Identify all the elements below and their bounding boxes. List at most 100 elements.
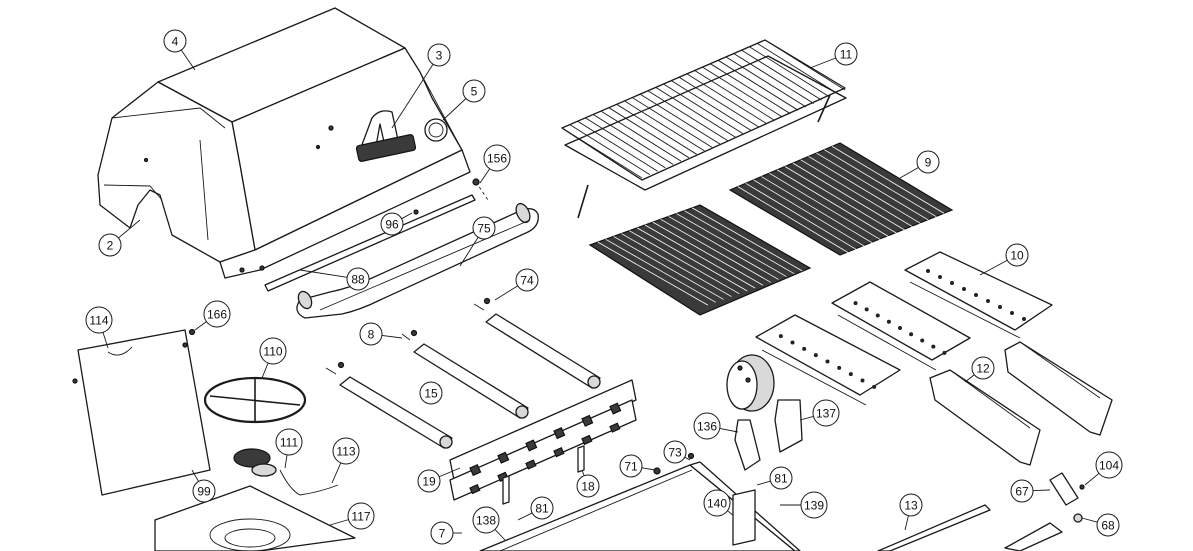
callout-number: 156 — [487, 152, 507, 166]
callout-circle — [192, 479, 216, 503]
igniter-pin — [577, 445, 585, 473]
callout-leader — [331, 462, 342, 484]
callout-number: 136 — [697, 420, 717, 434]
callout-12: 12 — [964, 356, 995, 383]
callout-71: 71 — [619, 454, 656, 478]
callout-leader — [299, 269, 348, 278]
callout-138: 138 — [472, 506, 506, 541]
callout-leader — [401, 212, 413, 220]
callout-leader — [191, 469, 199, 482]
callout-leader — [1081, 517, 1098, 523]
callout-number: 13 — [904, 499, 918, 513]
callout-leader — [442, 98, 467, 121]
callout-73: 73 — [663, 440, 691, 464]
hinge-screw — [472, 178, 480, 186]
callout-117: 117 — [329, 502, 375, 530]
callout-circle — [359, 322, 383, 346]
side-shelf-panel — [72, 328, 211, 496]
callout-111: 111 — [275, 428, 303, 469]
callout-75: 75 — [459, 216, 496, 267]
callout-leader — [438, 467, 461, 478]
callout-number: 8 — [368, 328, 375, 342]
callout-number: 15 — [424, 387, 438, 401]
callout-number: 114 — [89, 314, 108, 328]
callout-leader — [494, 285, 518, 301]
callout-circle — [1005, 243, 1029, 267]
callout-number: 9 — [925, 156, 932, 170]
ignitor-bracket-2 — [774, 399, 803, 453]
callout-166: 166 — [194, 300, 231, 331]
callout-15: 15 — [419, 381, 443, 405]
callout-4: 4 — [163, 29, 196, 71]
callout-number: 81 — [535, 502, 549, 516]
callout-number: 12 — [976, 362, 990, 376]
callout-leader — [756, 480, 771, 486]
callout-number: 67 — [1015, 485, 1029, 499]
rotisserie-motor-shaft — [1004, 522, 1063, 551]
callout-leader — [261, 362, 269, 379]
callout-number: 99 — [197, 485, 211, 499]
callout-circle — [430, 521, 454, 545]
control-bracket — [732, 489, 756, 546]
callout-139: 139 — [780, 491, 828, 519]
burner-tubes — [325, 303, 601, 449]
callout-leader — [102, 332, 109, 349]
callout-leader — [391, 64, 434, 129]
callout-number: 73 — [668, 446, 682, 460]
callout-circle — [427, 43, 451, 67]
callout-circle — [346, 267, 370, 291]
callout-circle — [769, 466, 793, 490]
callout-7: 7 — [430, 521, 462, 545]
callout-circle — [899, 493, 923, 517]
callout-number: 96 — [385, 218, 399, 232]
callout-8: 8 — [359, 322, 403, 346]
callout-number: 104 — [1099, 459, 1119, 473]
callout-leader — [479, 168, 491, 184]
callout-leader — [581, 469, 585, 476]
rotisserie-spit — [877, 504, 991, 551]
side-burner-pan — [154, 485, 356, 551]
callout-18: 18 — [576, 469, 600, 498]
flame-tamers — [929, 341, 1113, 466]
callout-circle — [834, 42, 858, 66]
callout-number: 111 — [280, 436, 299, 450]
callout-leader — [727, 510, 734, 516]
callout-leader — [809, 57, 836, 69]
callout-circle — [1096, 513, 1120, 537]
callout-number: 81 — [774, 472, 788, 486]
callout-circle — [619, 454, 643, 478]
valve-manifold-bracket — [449, 379, 637, 501]
callout-leader — [329, 519, 349, 526]
callout-number: 117 — [351, 510, 370, 524]
callout-leader — [517, 512, 533, 521]
callout-number: 113 — [336, 445, 355, 459]
callout-13: 13 — [899, 493, 923, 531]
callout-96: 96 — [380, 212, 413, 236]
callout-leader — [1084, 472, 1100, 486]
callout-circle — [1010, 479, 1034, 503]
cooking-grid-left — [588, 204, 812, 316]
callout-number: 166 — [207, 308, 227, 322]
callout-68: 68 — [1081, 513, 1120, 537]
callout-114: 114 — [85, 306, 113, 349]
callout-leader — [979, 259, 1008, 276]
callout-circle — [812, 399, 840, 427]
callout-number: 138 — [476, 514, 496, 528]
callout-74: 74 — [494, 268, 539, 301]
callout-leader — [641, 467, 656, 471]
igniter-pin-2 — [502, 475, 510, 505]
igniter-wire — [279, 469, 339, 496]
callout-number: 2 — [107, 239, 114, 253]
callout-leader — [799, 415, 814, 421]
callout-number: 71 — [624, 460, 638, 474]
callout-circle — [515, 268, 539, 292]
callout-leader — [964, 374, 975, 383]
callout-3: 3 — [391, 43, 451, 129]
callout-number: 74 — [520, 274, 534, 288]
callout-99: 99 — [191, 469, 216, 503]
callout-number: 18 — [581, 480, 595, 494]
callout-113: 113 — [331, 437, 360, 484]
callout-circle — [800, 491, 828, 519]
